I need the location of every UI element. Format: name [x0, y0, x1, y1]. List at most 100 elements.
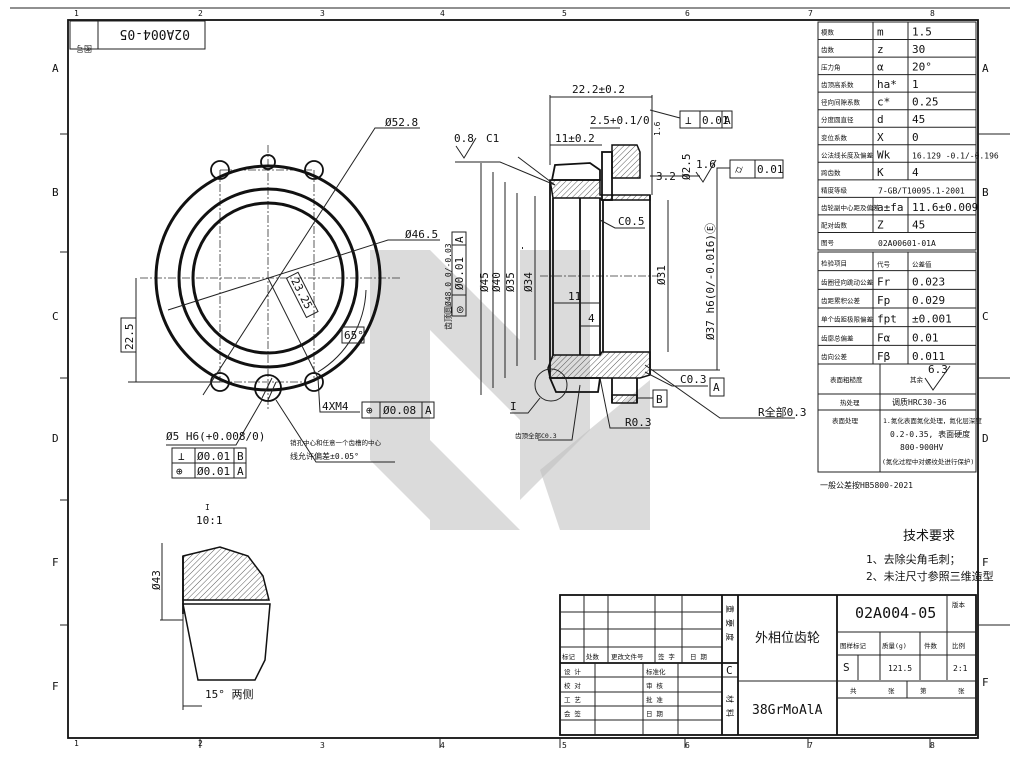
- zone-col-label: 3: [320, 9, 325, 18]
- datum-b: B: [656, 393, 663, 406]
- datum-a: A: [713, 381, 720, 394]
- datum-ref: B: [237, 450, 244, 463]
- zone-row-label: F: [52, 680, 59, 693]
- thread-position-tolerance-frame: ⊕ Ø0.08 A: [361, 401, 435, 419]
- stamp-label: 图号: [76, 44, 92, 53]
- rev-header: 标记: [562, 652, 576, 661]
- surface-treatment-line: (氮化过程中对螺纹处进行保护): [882, 457, 974, 466]
- param-name: 齿轮副中心距及偏差: [821, 203, 880, 212]
- param-name: 图号: [821, 239, 835, 247]
- tech-requirement-item: 2、未注尺寸参照三维造型: [866, 569, 994, 583]
- dim-diameter-40: Ø40: [490, 272, 503, 292]
- param-value: 30: [912, 43, 925, 56]
- detail-scale: 10:1: [196, 514, 223, 527]
- param-value: 11.6±0.009: [912, 201, 978, 214]
- param-value: 16.129 -0.1/-0.196: [912, 151, 999, 160]
- dim-diameter-35: Ø35: [504, 272, 517, 292]
- param-value: 20°: [912, 61, 932, 74]
- tech-requirements-title: 技术要求: [903, 529, 955, 544]
- importance-value: C: [726, 664, 733, 677]
- quantity-label: 件数: [924, 641, 938, 650]
- datum-ref: A: [237, 465, 244, 478]
- detail-angle: 15° 两侧: [205, 688, 254, 701]
- param-symbol: m: [877, 26, 884, 39]
- param-symbol: K: [877, 166, 884, 179]
- dim-groove-width: 2.5+0.1/0: [590, 114, 650, 127]
- param-name: 压力角: [821, 63, 841, 72]
- zone-col-label: 7: [808, 9, 813, 18]
- perpendicularity-frame: ⊥ 0.01 A: [679, 110, 733, 129]
- inspection-symbol: Fr: [877, 275, 891, 288]
- runout-frame: ⌭ 0.01: [729, 159, 784, 179]
- tolerance-value: 0.01: [702, 114, 729, 127]
- zone-col-label: 2: [198, 739, 203, 748]
- zone-col-label: 1: [74, 9, 79, 18]
- detail-view-i: I 10:1 Ø43 15° 两侧: [150, 503, 271, 710]
- datum-ref: A: [425, 404, 432, 417]
- chamfer-c1: C1: [486, 132, 499, 145]
- inspection-tolerance: 0.023: [912, 275, 945, 288]
- tolerance-value: Ø0.01: [453, 257, 466, 290]
- chamfer-c0-3: C0.3: [680, 373, 707, 386]
- inspection-item: 齿圈径向跳动公差: [821, 277, 874, 286]
- inspection-symbol: 代号: [877, 260, 891, 269]
- pin-perpendicularity-frame: ⊥ Ø0.01 B: [171, 447, 247, 464]
- param-symbol: X: [877, 131, 884, 144]
- param-name: 齿顶高系数: [821, 80, 854, 89]
- dim-diameter-2-5: Ø2.5: [680, 154, 693, 181]
- sign-label: 审 核: [646, 681, 663, 690]
- general-tolerance-note: 一般公差按HB5800-2021: [820, 480, 913, 490]
- pin-note-line2: 线允许偏差±0.05°: [290, 451, 359, 461]
- param-value: 45: [912, 113, 925, 126]
- param-symbol: z: [877, 43, 884, 56]
- param-value: 0.25: [912, 96, 939, 109]
- heat-treatment-value: 调质HRC30-36: [892, 397, 947, 407]
- coaxiality-frame: A Ø0.01 ◎: [451, 231, 467, 317]
- zone-col-label: 3: [320, 741, 325, 750]
- param-value: 0: [912, 131, 919, 144]
- inspection-symbol: Fα: [877, 331, 891, 344]
- mass-value: 121.5: [888, 664, 912, 673]
- param-name: 变位系数: [821, 133, 848, 142]
- section-view: 22.2±0.2 2.5+0.1/0 11±0.2 0.8 C1 ⊥ 0.01 …: [443, 83, 807, 441]
- zone-row-label: A: [982, 62, 989, 75]
- zone-row-label: B: [982, 186, 989, 199]
- roughness-1-6: 1.6: [653, 121, 662, 136]
- sign-label: 批 准: [646, 695, 663, 704]
- param-symbol: Wk: [877, 148, 891, 161]
- param-name: 精度等级: [821, 185, 848, 194]
- dim-radius-box: 23.25: [288, 276, 315, 311]
- sign-label: 标准化: [646, 667, 666, 676]
- stage-value: S: [843, 661, 850, 674]
- param-symbol: Z: [877, 218, 884, 231]
- dim-diameter-31: Ø31: [655, 265, 668, 285]
- tolerance-value: Ø0.01: [197, 450, 230, 463]
- zone-row-label: D: [982, 432, 989, 445]
- zone-labels: A B C D F F A B C D F F 1 2 3 4 5 6 7 8 …: [52, 9, 989, 750]
- tolerance-value: 0.01: [757, 163, 784, 176]
- param-name: 模数: [821, 28, 835, 37]
- param-value: 02A00601-01A: [878, 239, 936, 248]
- zone-col-label: 5: [562, 9, 567, 18]
- dim-outer-diameter: Ø52.8: [385, 116, 418, 129]
- inspection-tolerance: 公差值: [912, 260, 932, 269]
- sign-label: 工 艺: [564, 696, 581, 704]
- dim-length-4: 4: [588, 312, 595, 325]
- inspection-tolerance: 0.011: [912, 350, 945, 363]
- datum-ref: A: [724, 114, 731, 127]
- dim-tip-diameter: 齿顶圆Ø48.0 0/-0.03: [443, 243, 453, 330]
- param-value: 1: [912, 78, 919, 91]
- rev-header: 日 期: [690, 653, 707, 661]
- pin-note-line1: 销孔中心和任意一个齿槽的中心: [290, 438, 382, 447]
- roughness-label: 表面粗糙度: [830, 375, 863, 384]
- mass-label: 质量(g): [882, 641, 907, 650]
- zone-row-label: B: [52, 186, 59, 199]
- version-label: 版本: [952, 600, 966, 609]
- pin-position-frame: ⊕ Ø0.01 A: [171, 462, 247, 479]
- surface-treatment-line: 1.氮化表面氮化处理，氮化层深度: [883, 416, 982, 425]
- scale-value: 2:1: [953, 664, 968, 673]
- sign-label: 设 计: [564, 667, 581, 676]
- detail-diameter: Ø43: [150, 570, 163, 590]
- zone-col-label: 8: [930, 9, 935, 18]
